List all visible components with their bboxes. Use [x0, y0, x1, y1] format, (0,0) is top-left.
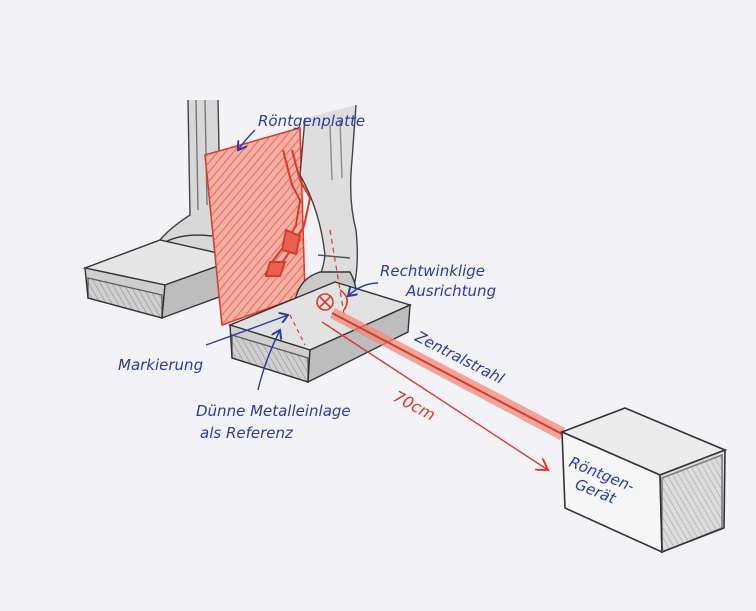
label-plate: Röntgenplatte: [258, 112, 365, 130]
target-marker: [316, 293, 334, 311]
marker-pointer: [205, 315, 288, 346]
right-angle-arc: [339, 289, 348, 311]
label-alignment-line1: Rechtwinklige: [380, 262, 485, 280]
marker-dash-line: [289, 314, 306, 346]
plate-pointer: [238, 129, 256, 150]
distance-arrow: [321, 321, 548, 470]
xray-device: [559, 407, 728, 554]
bone-outline: [264, 149, 312, 277]
central-beam: [330, 308, 565, 440]
alignment-pointer: [348, 282, 379, 296]
label-metal-line1: Dünne Metalleinlage: [196, 402, 351, 420]
vertical-reference-line: [329, 229, 346, 321]
label-marker: Markierung: [118, 356, 203, 374]
metal-pointer: [257, 330, 280, 391]
label-metal-line2: als Referenz: [200, 424, 294, 442]
xray-plate: [204, 126, 306, 327]
label-alignment-line2: Ausrichtung: [405, 282, 496, 300]
